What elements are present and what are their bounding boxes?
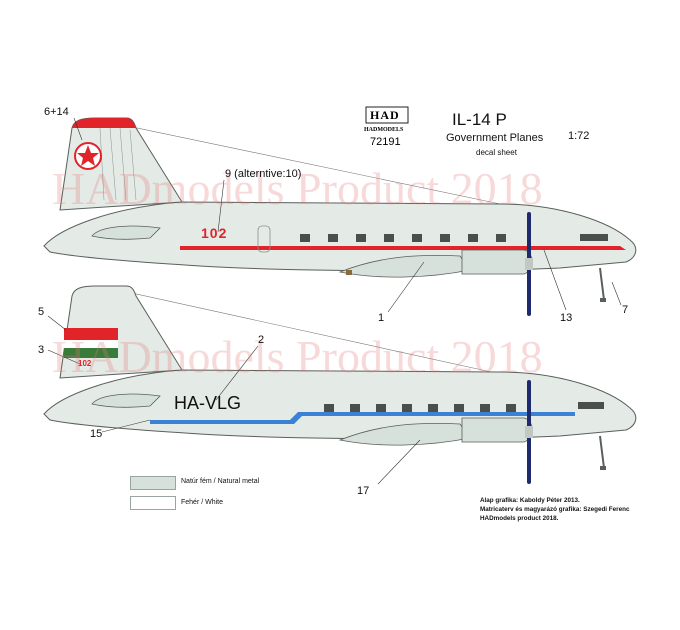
callout-flag-number: 3 bbox=[38, 344, 45, 356]
callout-fuselage-number: 9 (alterntive:10) bbox=[225, 168, 302, 180]
bottom-windows bbox=[324, 402, 604, 412]
credit-line: HADmodels product 2018. bbox=[480, 515, 559, 522]
bottom-cheatline bbox=[150, 412, 575, 424]
credit-line: Matricaterv és magyarázó grafika: Szeged… bbox=[480, 506, 630, 513]
scale-label: 1:72 bbox=[568, 130, 590, 142]
callout-belly: 15 bbox=[90, 428, 103, 440]
aircraft-bottom-profile bbox=[43, 285, 637, 484]
callout-registration: 2 bbox=[258, 334, 265, 346]
logo-frame bbox=[365, 106, 409, 124]
top-tail-number-marking: 102 bbox=[201, 225, 228, 241]
legend-swatch-natural-metal bbox=[130, 476, 176, 490]
product-code: 72191 bbox=[370, 136, 401, 148]
top-windows bbox=[300, 234, 608, 242]
legend-label-white: Fehér / White bbox=[181, 499, 224, 506]
callout-nose-gear: 13 bbox=[560, 312, 573, 324]
callout-wing: 1 bbox=[378, 312, 385, 324]
watermark: HADmodels Product 2018 bbox=[52, 331, 543, 382]
top-cheatline bbox=[180, 246, 626, 250]
leader-line bbox=[117, 123, 506, 206]
sheet-type: decal sheet bbox=[476, 148, 517, 157]
leader-line bbox=[117, 289, 506, 376]
callout-flag-top: 5 bbox=[38, 306, 45, 318]
callout-tail-insignia: 6+14 bbox=[44, 106, 69, 118]
soviet-star-insignia bbox=[74, 142, 102, 170]
page-subtitle: Government Planes bbox=[446, 132, 544, 144]
logo-brand: HADMODELS bbox=[364, 127, 404, 133]
watermark: HADmodels Product 2018 bbox=[52, 163, 543, 214]
legend-swatch-white bbox=[130, 496, 176, 510]
aircraft-top-profile bbox=[43, 117, 637, 316]
callout-nose: 7 bbox=[622, 304, 629, 316]
page-title: IL-14 P bbox=[452, 110, 507, 129]
logo-letters: HAD bbox=[370, 108, 400, 122]
registration-marking: HA-VLG bbox=[174, 393, 242, 413]
legend-label-natural-metal: Natúr fém / Natural metal bbox=[181, 478, 260, 485]
callout-bottom-wing: 17 bbox=[357, 485, 370, 497]
credit-line: Alap grafika: Kaboldy Péter 2013. bbox=[480, 497, 580, 504]
hungarian-flag bbox=[64, 328, 118, 358]
credits-block: Alap grafika: Kaboldy Péter 2013. Matric… bbox=[480, 496, 629, 523]
top-tail-red-tip bbox=[72, 118, 136, 128]
bottom-tail-number-marking: 102 bbox=[78, 359, 92, 368]
